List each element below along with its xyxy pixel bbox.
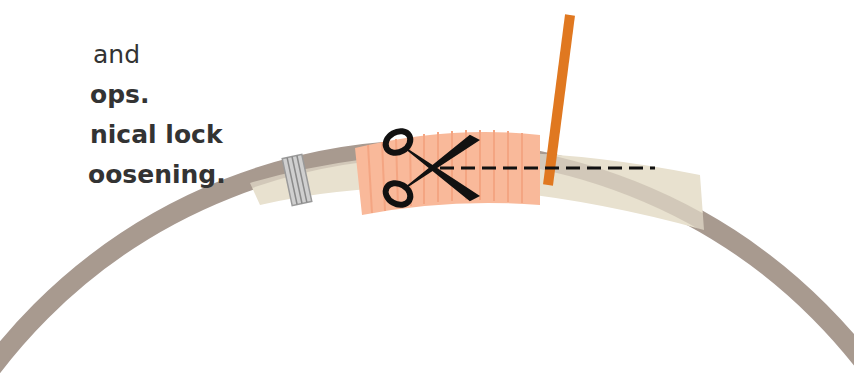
- metal-band: [282, 154, 312, 205]
- caption-text: nical lock: [90, 120, 223, 150]
- thread-wrap: [355, 130, 540, 215]
- caption-text: and: [93, 40, 140, 70]
- orange-stick: [548, 15, 570, 185]
- caption-text: oosening.: [88, 160, 226, 190]
- cut-line: [440, 167, 655, 170]
- caption-text: ops.: [90, 80, 149, 110]
- scissors-symbol: [382, 127, 478, 209]
